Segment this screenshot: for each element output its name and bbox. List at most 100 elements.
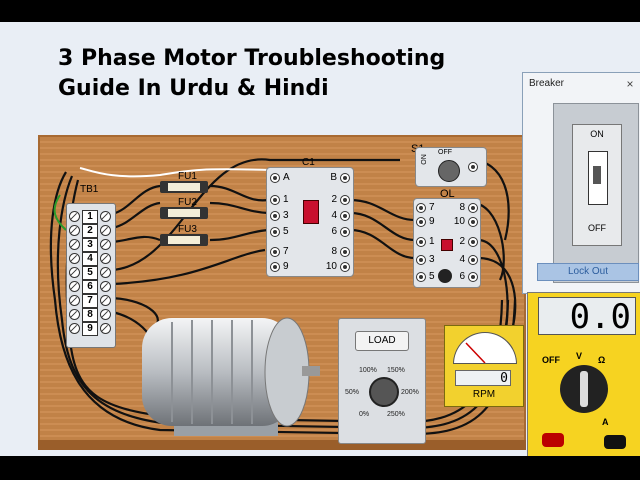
terminal-label: 9 <box>283 261 289 272</box>
terminal-label: 1 <box>429 236 435 247</box>
overload-relay: 7 9 1 3 5 8 10 2 4 6 <box>413 198 481 288</box>
tb1-number: 3 <box>82 237 98 252</box>
tb1-row[interactable]: 2 <box>67 223 115 238</box>
terminal-screw[interactable] <box>270 261 280 272</box>
page-title: 3 Phase Motor Troubleshooting Guide In U… <box>58 44 445 104</box>
terminal-screw[interactable] <box>340 210 350 221</box>
terminal-label: 10 <box>453 216 465 227</box>
multimeter-dial[interactable] <box>560 365 608 413</box>
terminal-screw[interactable] <box>340 226 350 237</box>
breaker-window: Breaker × ON OFF Lock Out <box>522 72 640 294</box>
terminal-label: 5 <box>283 226 289 237</box>
red-probe-icon[interactable] <box>542 433 564 447</box>
multimeter-a-label: A <box>602 417 609 427</box>
terminal-screw[interactable] <box>468 271 478 282</box>
breaker-on-label: ON <box>590 129 604 139</box>
terminal-label: 4 <box>459 254 465 265</box>
overload-reset-dial[interactable] <box>438 269 452 283</box>
terminal-screw[interactable] <box>270 210 280 221</box>
top-black-bar <box>0 0 640 22</box>
terminal-screw[interactable] <box>340 194 350 205</box>
terminal-screw[interactable] <box>416 202 426 213</box>
breaker-switch[interactable] <box>588 151 608 205</box>
terminal-label: 7 <box>283 246 289 257</box>
terminal-screw[interactable] <box>270 194 280 205</box>
terminal-label: 9 <box>429 216 435 227</box>
fuse-label: FU1 <box>178 171 197 182</box>
terminal-screw[interactable] <box>416 216 426 227</box>
tb1-row[interactable]: 8 <box>67 307 115 322</box>
fuse-label: FU3 <box>178 224 197 235</box>
breaker-panel: ON OFF <box>572 124 622 246</box>
board-edge <box>38 440 526 450</box>
rpm-label: RPM <box>472 389 496 400</box>
load-scale-label: 200% <box>401 389 419 396</box>
terminal-screw[interactable] <box>416 271 426 282</box>
terminal-screw[interactable] <box>416 236 426 247</box>
fuse-fu1[interactable] <box>160 181 208 193</box>
terminal-screw[interactable] <box>340 261 350 272</box>
load-panel: LOAD 100% 150% 50% 200% 0% 250% <box>338 318 426 444</box>
fuse-fu2[interactable] <box>160 207 208 219</box>
tb1-number: 8 <box>82 307 98 322</box>
rpm-display: 0 <box>455 370 511 386</box>
terminal-label: 3 <box>429 254 435 265</box>
terminal-label: 8 <box>459 202 465 213</box>
tb1-row[interactable]: 6 <box>67 279 115 294</box>
load-button[interactable]: LOAD <box>355 331 409 351</box>
black-probe-icon[interactable] <box>604 435 626 449</box>
terminal-screw[interactable] <box>270 172 280 183</box>
terminal-label: 2 <box>331 194 337 205</box>
terminal-label: 7 <box>429 202 435 213</box>
terminal-screw[interactable] <box>468 254 478 265</box>
tb1-row[interactable]: 4 <box>67 251 115 266</box>
terminal-screw[interactable] <box>270 226 280 237</box>
terminal-label: 2 <box>459 236 465 247</box>
terminal-screw[interactable] <box>340 246 350 257</box>
load-scale-label: 150% <box>387 367 405 374</box>
load-scale-label: 0% <box>359 411 370 418</box>
title-line-1: 3 Phase Motor Troubleshooting <box>58 46 446 71</box>
terminal-screw[interactable] <box>416 254 426 265</box>
contactor-label: C1 <box>302 157 315 168</box>
fuse-label: FU2 <box>178 197 197 208</box>
terminal-screw[interactable] <box>468 162 478 172</box>
tb1-row[interactable]: 9 <box>67 321 115 336</box>
load-scale-label: 50% <box>345 389 360 396</box>
terminal-label: 4 <box>331 210 337 221</box>
tb1-number: 2 <box>82 223 98 238</box>
fuse-fu3[interactable] <box>160 234 208 246</box>
load-knob[interactable] <box>369 377 399 407</box>
lock-out-button[interactable]: Lock Out <box>537 263 639 281</box>
terminal-label: 6 <box>331 226 337 237</box>
switch-knob[interactable] <box>438 160 460 182</box>
tb1-number: 9 <box>82 321 98 336</box>
terminal-label: 1 <box>283 194 289 205</box>
terminal-screw[interactable] <box>468 216 478 227</box>
tb1-number: 7 <box>82 293 98 308</box>
terminal-label: 10 <box>325 261 337 272</box>
close-icon[interactable]: × <box>626 77 634 91</box>
terminal-block-tb1: 1 2 3 4 5 6 7 8 9 <box>66 203 116 348</box>
multimeter-v-label: V <box>576 351 583 361</box>
tb1-row[interactable]: 5 <box>67 265 115 280</box>
terminal-label: 3 <box>283 210 289 221</box>
switch-s1[interactable]: ON OFF <box>415 147 487 187</box>
tb1-number: 4 <box>82 251 98 266</box>
terminal-label: B <box>330 172 337 183</box>
breaker-window-title: Breaker <box>529 78 565 89</box>
terminal-screw[interactable] <box>270 246 280 257</box>
tb1-row[interactable]: 7 <box>67 293 115 308</box>
tb1-number: 6 <box>82 279 98 294</box>
terminal-screw[interactable] <box>468 202 478 213</box>
terminal-screw[interactable] <box>340 172 350 183</box>
multimeter-off-label: OFF <box>542 355 560 365</box>
multimeter-display: 0.0 <box>538 297 636 336</box>
tb1-row[interactable]: 3 <box>67 237 115 252</box>
tb1-row[interactable]: 1 <box>67 209 115 224</box>
terminal-screw[interactable] <box>468 236 478 247</box>
switch-on-label: ON <box>420 154 428 165</box>
terminal-label: 5 <box>429 271 435 282</box>
overload-label: OL <box>440 188 455 200</box>
